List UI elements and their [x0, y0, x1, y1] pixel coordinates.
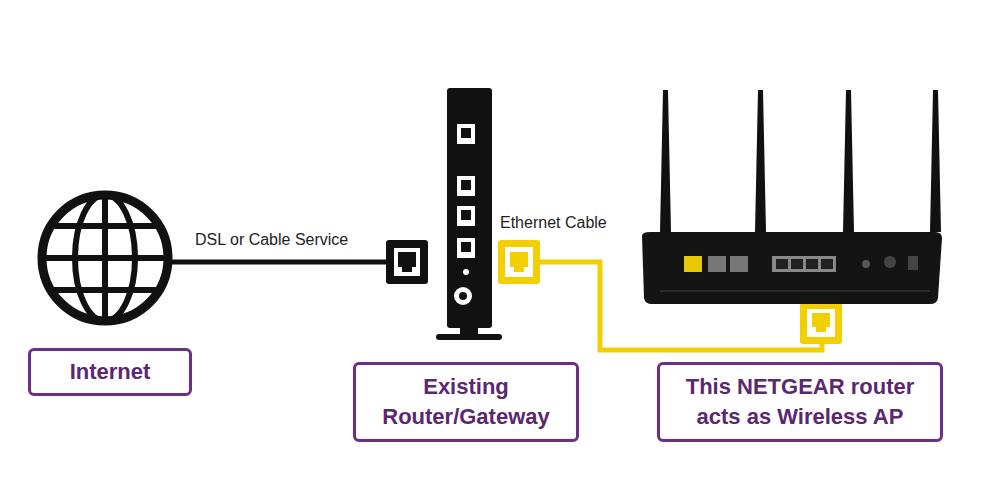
box-text: This NETGEAR router acts as Wireless AP: [670, 372, 930, 431]
globe-icon: [42, 195, 168, 321]
box-text: Internet: [70, 357, 151, 387]
connection-label: Ethernet Cable: [498, 214, 609, 232]
box-text: Existing Router/Gateway: [366, 372, 566, 431]
label-box: Internet: [28, 348, 192, 396]
dsl-wire: [168, 260, 388, 265]
rj45-jack-yellow: [498, 240, 540, 284]
gateway-device: [436, 88, 502, 340]
rj45-jack: [386, 240, 428, 284]
label-box: Existing Router/Gateway: [353, 362, 579, 442]
rj45-jack-yellow: [800, 302, 842, 344]
connection-label: DSL or Cable Service: [193, 231, 350, 249]
wireless-router: [642, 90, 942, 304]
label-box: This NETGEAR router acts as Wireless AP: [657, 362, 943, 442]
